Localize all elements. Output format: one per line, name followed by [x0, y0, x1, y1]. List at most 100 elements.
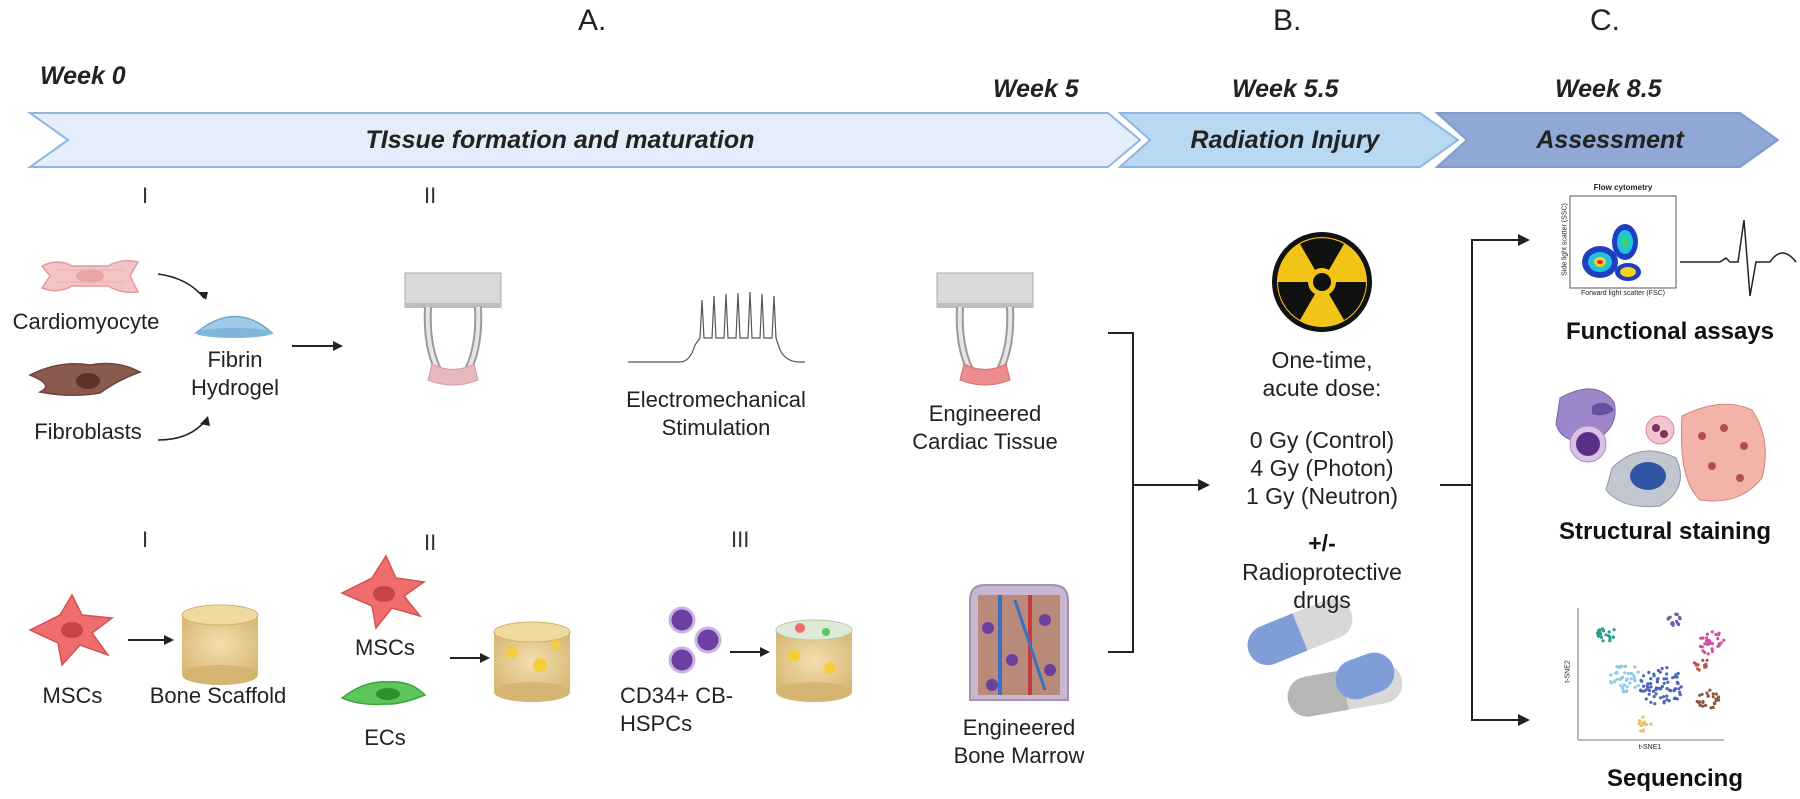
tsne-point: [1660, 666, 1664, 671]
tsne-point: [1600, 627, 1605, 631]
tsne-point: [1692, 661, 1696, 665]
flow-title: Flow cytometry: [1593, 183, 1653, 192]
tsne-point: [1649, 682, 1653, 686]
structural-staining-label: Structural staining: [1558, 518, 1772, 545]
tsne-point: [1711, 695, 1715, 699]
bone-scaffold-graphic: [181, 604, 259, 685]
tsne-point: [1657, 686, 1661, 690]
fibroblasts-label: Fibroblasts: [34, 419, 142, 444]
tsne-point: [1696, 667, 1700, 671]
tsne-point: [1673, 675, 1677, 679]
tsne-point: [1676, 671, 1680, 676]
tsne-point: [1713, 701, 1717, 705]
tsne-point: [1675, 619, 1679, 624]
arrow-cardio-to-hydrogel: [157, 273, 205, 299]
plus-minus-label: +/-: [1308, 530, 1336, 556]
tsne-point: [1658, 696, 1663, 700]
tsne-point: [1639, 729, 1643, 733]
dose-photon: 4 Gy (Photon): [1250, 455, 1394, 481]
tsne-point: [1649, 722, 1653, 726]
tsne-point: [1700, 645, 1704, 649]
tsne-point: [1629, 671, 1634, 676]
tsne-clusters: [1595, 612, 1726, 733]
cardiac-tissue-label: Engineered Cardiac Tissue: [905, 400, 1065, 456]
tsne-point: [1619, 676, 1623, 680]
tsne-point: [1639, 678, 1643, 683]
tsne-point: [1645, 684, 1649, 688]
tsne-point: [1609, 680, 1613, 684]
tsne-point: [1604, 633, 1608, 637]
dose-neutron: 1 Gy (Neutron): [1245, 483, 1399, 509]
week-8-5-label: Week 8.5: [1555, 75, 1662, 103]
tsne-point: [1716, 695, 1721, 699]
tsne-point: [1638, 719, 1642, 723]
tsne-point: [1669, 689, 1673, 693]
tsne-point: [1608, 637, 1612, 642]
engineered-bone-marrow-graphic: [969, 584, 1069, 701]
mscs-label-1: MSCs: [42, 683, 103, 708]
tsne-point: [1623, 671, 1627, 675]
tsne-point: [1633, 685, 1637, 689]
tsne-point: [1658, 670, 1662, 674]
arrow-fibro-to-hydrogel: [157, 419, 207, 441]
tsne-point: [1621, 686, 1625, 690]
bone-marrow-label: Engineered Bone Marrow: [934, 714, 1104, 770]
tsne-point: [1652, 695, 1656, 699]
tsne-point: [1625, 689, 1629, 693]
stage-formation-label: TIssue formation and maturation: [365, 126, 755, 154]
tsne-point: [1642, 684, 1646, 688]
tsne-point: [1636, 670, 1640, 674]
tsne-y-label: t-SNE2: [1564, 660, 1572, 683]
marrow-step-3: III: [731, 527, 750, 552]
bracket-to-injury: [1108, 332, 1134, 653]
cardiac-step-1: I: [142, 183, 149, 208]
tsne-point: [1711, 705, 1715, 710]
tsne-point: [1649, 685, 1653, 689]
week-5-5-label: Week 5.5: [1232, 75, 1339, 103]
tsne-point: [1710, 630, 1714, 634]
sequencing-label: Sequencing: [1606, 765, 1744, 792]
tsne-point: [1698, 693, 1702, 697]
engineered-cardiac-tissue-graphic: [936, 272, 1034, 386]
tsne-point: [1651, 689, 1655, 693]
tsne-point: [1698, 703, 1702, 708]
tsne-point: [1609, 673, 1613, 677]
mscs-label-2: MSCs: [355, 635, 415, 660]
tsne-point: [1722, 638, 1726, 642]
cd34-hspcs-label: CD34+ CB- HSPCs: [620, 682, 760, 738]
fibrin-hydrogel-graphic: [193, 315, 274, 338]
tsne-point: [1705, 691, 1709, 695]
tsne-point: [1665, 666, 1669, 670]
tsne-point: [1704, 703, 1708, 708]
dose-control: 0 Gy (Control): [1249, 427, 1395, 453]
tsne-point: [1612, 628, 1616, 632]
tsne-point: [1667, 699, 1671, 703]
tsne-point: [1607, 630, 1611, 634]
banner-formation: [26, 112, 1142, 168]
dose-list: 0 Gy (Control) 4 Gy (Photon) 1 Gy (Neutr…: [1202, 426, 1442, 510]
dose-header: One-time, acute dose:: [1212, 346, 1432, 402]
tsne-point: [1664, 677, 1669, 681]
tsne-point: [1665, 687, 1669, 691]
tsne-point: [1665, 694, 1669, 698]
tsne-point: [1675, 612, 1679, 617]
ec-cell-graphic: [340, 681, 427, 706]
tsne-point: [1629, 677, 1633, 681]
stimulation-label-line1: Electromechanical: [626, 387, 806, 412]
tsne-point: [1668, 615, 1672, 619]
flow-cytometry-plot: [1569, 195, 1677, 289]
tsne-point: [1701, 658, 1705, 663]
bone-marrow-label-line1: Engineered: [962, 715, 1076, 740]
ecs-label: ECs: [364, 725, 406, 750]
stimulation-trace-graphic: [628, 291, 805, 363]
tsne-point: [1696, 663, 1700, 667]
tsne-plot: [1577, 608, 1726, 741]
tsne-point: [1613, 679, 1617, 683]
tsne-point: [1678, 617, 1682, 621]
tsne-point: [1654, 692, 1658, 696]
tsne-point: [1673, 687, 1677, 691]
tsne-point: [1644, 688, 1648, 692]
tsne-point: [1699, 636, 1703, 640]
banner-injury: [1117, 112, 1460, 168]
